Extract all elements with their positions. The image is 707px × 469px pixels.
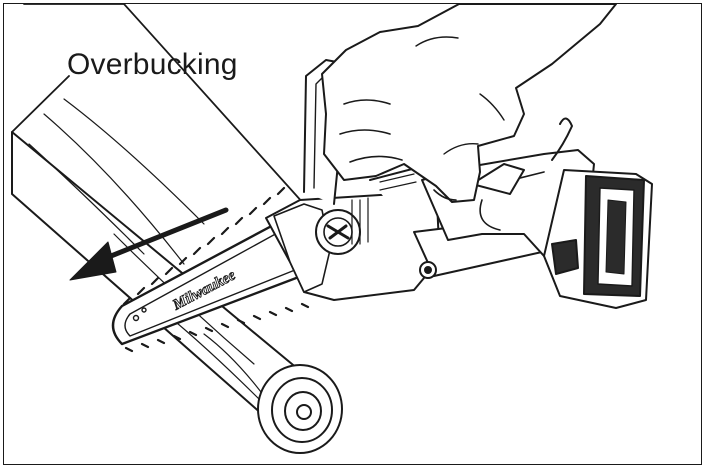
log-end-rings <box>257 364 343 454</box>
chain-outline <box>111 212 314 346</box>
gloved-hand <box>321 4 617 203</box>
guide-bar: Milwaukee <box>111 186 314 353</box>
battery <box>543 169 653 309</box>
tension-knob <box>315 209 361 255</box>
bar-inner <box>124 225 301 337</box>
caption-overbucking: Overbucking <box>67 48 238 81</box>
overbucking-illustration: Milwaukee <box>11 4 653 454</box>
trigger <box>471 163 525 195</box>
illustration-frame: Overbucking <box>3 3 702 465</box>
arrow-left-icon <box>69 207 229 281</box>
